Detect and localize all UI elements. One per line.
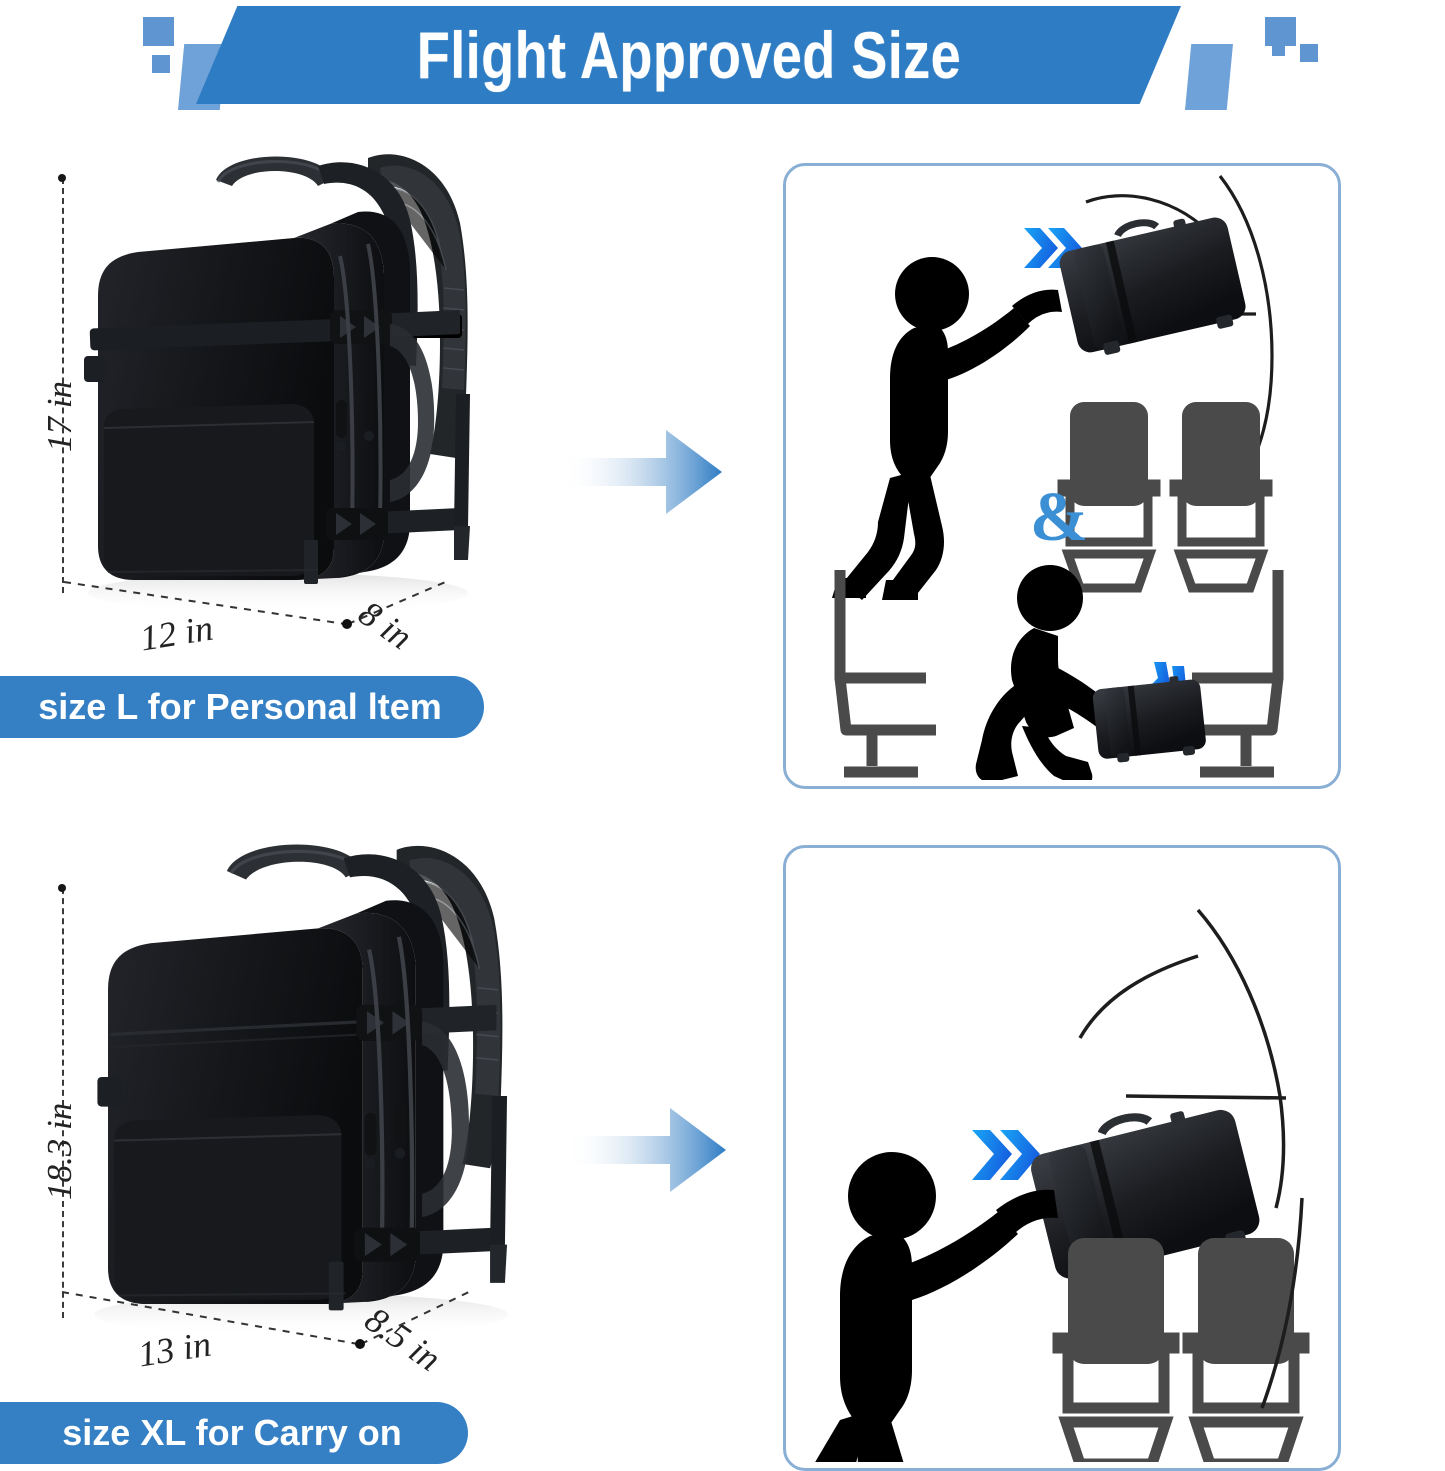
dimension-guides-bottom-xl <box>61 1289 474 1349</box>
deco-square-right-3 <box>1300 44 1318 62</box>
backpack-image-size-xl <box>94 844 509 1336</box>
passenger-figure-kneeling <box>975 565 1112 780</box>
connector-ampersand: & <box>1030 479 1088 556</box>
dimension-guide-height-xl <box>62 888 64 1318</box>
airplane-seat-side-left <box>834 570 936 778</box>
passenger-figure-standing <box>832 257 1062 600</box>
passenger-figure-standing-xl <box>815 1152 1058 1462</box>
page-title: Flight Approved Size <box>416 18 961 92</box>
scene-personal-item: & <box>832 175 1284 780</box>
dimension-dot-l-top <box>58 174 66 182</box>
bag-under-seat <box>1092 676 1206 763</box>
deco-square-right-1 <box>1265 17 1296 46</box>
airplane-seats-front-b <box>1052 1238 1310 1462</box>
airplane-seats-front-a <box>1057 402 1273 593</box>
size-label-personal-item-text: size L for Personal ltem <box>38 686 442 727</box>
deco-parallelogram-right <box>1185 44 1233 110</box>
deco-square-left-1 <box>143 17 174 46</box>
illustration-panel-personal-item: & <box>783 163 1341 789</box>
airplane-seat-side-right <box>1182 570 1284 778</box>
dimension-guides-bottom-l <box>63 579 451 629</box>
deco-square-right-2 <box>1272 44 1285 56</box>
flow-arrow-top <box>562 430 722 514</box>
size-label-personal-item: size L for Personal ltem <box>0 676 484 738</box>
banner-shape: Flight Approved Size <box>196 6 1181 104</box>
size-label-carry-on: size XL for Carry on <box>0 1402 468 1464</box>
size-label-carry-on-text: size XL for Carry on <box>62 1412 402 1453</box>
dimension-height-xl: 18.3 in <box>40 1102 79 1200</box>
dimension-guide-height-l <box>62 178 64 593</box>
flow-arrow-bottom <box>566 1108 726 1192</box>
header-banner: Flight Approved Size <box>0 0 1445 115</box>
dimension-dot-xl-top <box>58 884 66 892</box>
backpack-image-size-l <box>84 154 470 613</box>
illustration-panel-carry-on <box>783 845 1341 1471</box>
scene-carry-on <box>815 908 1310 1462</box>
chevron-right-icon-c <box>972 1130 1040 1180</box>
deco-square-left-2 <box>152 55 170 73</box>
